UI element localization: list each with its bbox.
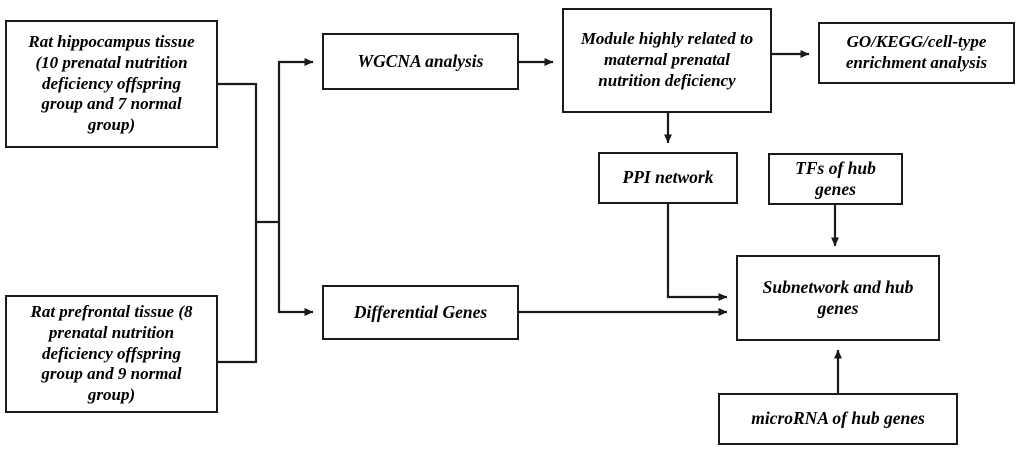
node-differential-genes[interactable]: Differential Genes	[322, 285, 519, 340]
connector-merge-to-wgcna	[277, 58, 314, 222]
connector-ppi-to-subnetwork	[666, 204, 728, 301]
node-label: microRNA of hub genes	[751, 408, 925, 429]
node-label: TFs of hub genes	[795, 157, 876, 199]
node-label: Module highly related to maternal prenat…	[580, 29, 754, 90]
node-wgcna-analysis[interactable]: WGCNA analysis	[322, 33, 519, 90]
node-rat-prefrontal-tissue[interactable]: Rat prefrontal tissue (8 prenatal nutrit…	[5, 295, 218, 413]
node-label: Rat hippocampus tissue (10 prenatal nutr…	[28, 32, 195, 135]
connector-merge-to-differential-genes	[277, 222, 314, 316]
node-module-highly-related[interactable]: Module highly related to maternal prenat…	[562, 8, 772, 113]
node-microrna-of-hub-genes[interactable]: microRNA of hub genes	[718, 393, 958, 445]
node-label: Rat prefrontal tissue (8 prenatal nutrit…	[30, 302, 193, 405]
node-label: WGCNA analysis	[357, 50, 484, 71]
node-label: PPI network	[622, 167, 714, 188]
node-rat-hippocampus-tissue[interactable]: Rat hippocampus tissue (10 prenatal nutr…	[5, 20, 218, 148]
node-subnetwork-and-hub-genes[interactable]: Subnetwork and hub genes	[736, 255, 940, 341]
node-label: Differential Genes	[353, 301, 488, 322]
node-ppi-network[interactable]: PPI network	[598, 152, 738, 204]
node-go-kegg-enrichment[interactable]: GO/KEGG/cell-type enrichment analysis	[818, 22, 1015, 84]
node-label: GO/KEGG/cell-type enrichment analysis	[845, 32, 988, 72]
node-label: Subnetwork and hub genes	[762, 276, 914, 318]
node-tfs-of-hub-genes[interactable]: TFs of hub genes	[768, 153, 903, 205]
connector-hippocampus-to-merge	[218, 82, 258, 222]
connector-prefrontal-to-merge	[218, 222, 258, 364]
